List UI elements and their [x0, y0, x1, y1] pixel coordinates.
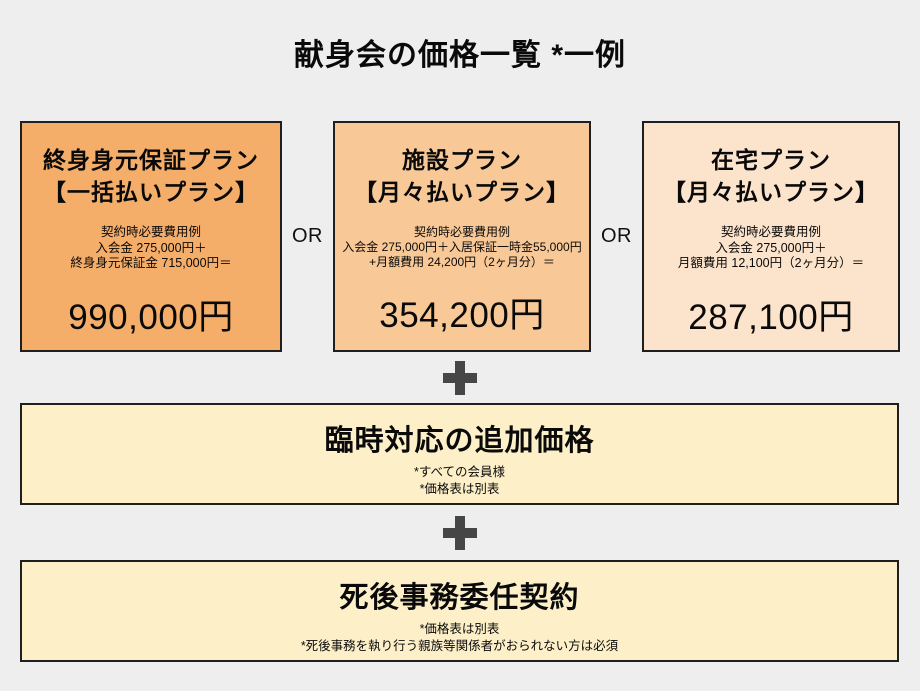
extra-box-notes: *すべての会員様 *価格表は別表 [414, 464, 505, 498]
extra-box-note-line: *価格表は別表 [419, 622, 500, 636]
plan-title-line1: 在宅プラン [711, 147, 831, 173]
plan-card-facility: 施設プラン 【月々払いプラン】 契約時必要費用例 入会金 275,000円＋入居… [333, 121, 591, 352]
plus-separator [0, 352, 920, 403]
plan-details: 契約時必要費用例 入会金 275,000円＋ 終身身元保証金 715,000円＝ [70, 225, 231, 272]
plan-detail-line: 契約時必要費用例 [413, 225, 510, 240]
plan-title-line1: 施設プラン [402, 147, 522, 173]
plan-title: 施設プラン 【月々払いプラン】 [354, 145, 570, 208]
or-separator: OR [282, 121, 333, 352]
plus-separator [0, 505, 920, 560]
plan-detail-line: 契約時必要費用例 [720, 225, 821, 240]
extra-box-temporary-response: 臨時対応の追加価格 *すべての会員様 *価格表は別表 [20, 403, 899, 505]
plan-title-line2: 【月々払いプラン】 [663, 178, 879, 205]
page-title: 献身会の価格一覧 *一例 [293, 39, 626, 72]
plan-detail-line: 入会金 275,000円＋ [95, 240, 207, 255]
plan-detail-line: +月額費用 24,200円（2ヶ月分）＝ [369, 255, 555, 270]
plans-row: 終身身元保証プラン 【一括払いプラン】 契約時必要費用例 入会金 275,000… [20, 121, 900, 352]
plan-card-lifetime-id-guarantee: 終身身元保証プラン 【一括払いプラン】 契約時必要費用例 入会金 275,000… [20, 121, 282, 352]
plan-card-at-home: 在宅プラン 【月々払いプラン】 契約時必要費用例 入会金 275,000円＋ 月… [642, 121, 900, 352]
or-label: OR [601, 225, 632, 247]
plan-title: 終身身元保証プラン 【一括払いプラン】 [43, 145, 259, 208]
plan-price: 990,000円 [68, 297, 234, 337]
extra-box-posthumous-affairs: 死後事務委任契約 *価格表は別表 *死後事務を執り行う親族等関係者がおられない方… [20, 560, 899, 662]
plan-title-line2: 【月々払いプラン】 [354, 178, 570, 205]
plan-details: 契約時必要費用例 入会金 275,000円＋入居保証一時金55,000円 +月額… [342, 225, 581, 270]
plus-icon [443, 360, 477, 395]
plan-detail-line: 入会金 275,000円＋ [715, 240, 827, 255]
extra-box-note-line: *価格表は別表 [419, 481, 500, 496]
plan-title-line2: 【一括払いプラン】 [43, 178, 259, 205]
extra-box-notes: *価格表は別表 *死後事務を執り行う親族等関係者がおられない方は必須 [301, 621, 618, 655]
extra-box-title: 臨時対応の追加価格 [324, 425, 595, 457]
plan-detail-line: 入会金 275,000円＋入居保証一時金55,000円 [342, 240, 582, 255]
extra-box-note-line: *すべての会員様 [414, 465, 505, 479]
plan-detail-line: 終身身元保証金 715,000円＝ [70, 256, 232, 271]
plan-details: 契約時必要費用例 入会金 275,000円＋ 月額費用 12,100円（2ヶ月分… [678, 225, 864, 272]
plan-price: 287,100円 [688, 297, 854, 337]
plan-title: 在宅プラン 【月々払いプラン】 [663, 145, 879, 208]
extra-box-note-line: *死後事務を執り行う親族等関係者がおられない方は必須 [300, 638, 619, 653]
or-label: OR [292, 225, 323, 247]
plan-detail-line: 月額費用 12,100円（2ヶ月分）＝ [677, 256, 865, 271]
plan-title-line1: 終身身元保証プラン [43, 147, 259, 173]
plan-detail-line: 契約時必要費用例 [100, 225, 201, 240]
or-separator: OR [591, 121, 642, 352]
plan-price: 354,200円 [379, 296, 545, 336]
plus-icon [443, 515, 477, 550]
extra-box-title: 死後事務委任契約 [339, 582, 580, 614]
